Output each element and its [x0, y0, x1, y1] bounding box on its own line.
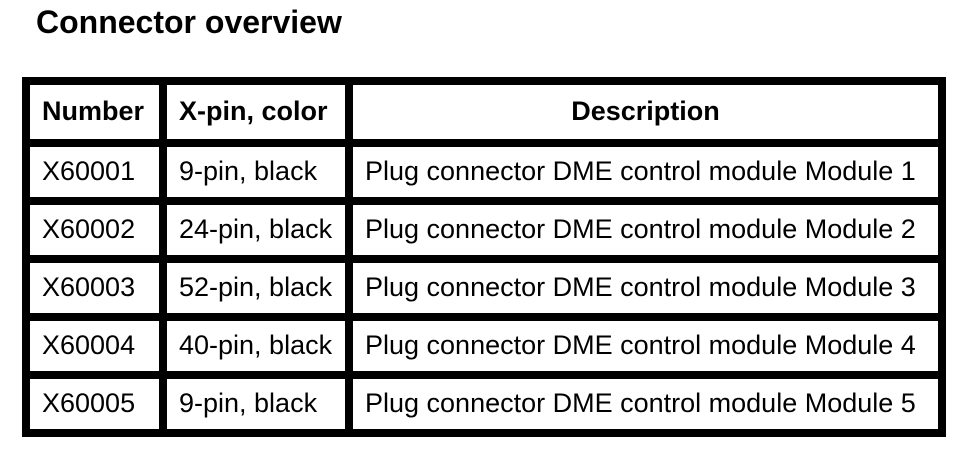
connector-overview-table: Number X-pin, color Description X60001 9… — [22, 77, 946, 437]
header-cell-pin-color: X-pin, color — [159, 77, 353, 147]
cell-description: Plug connector DME control module Module… — [345, 255, 946, 321]
cell-description: Plug connector DME control module Module… — [345, 139, 946, 205]
cell-description: Plug connector DME control module Module… — [345, 197, 946, 263]
cell-description: Plug connector DME control module Module… — [345, 371, 946, 437]
cell-pin-color: 52-pin, black — [159, 255, 353, 321]
cell-description: Plug connector DME control module Module… — [345, 313, 946, 379]
table-header-row: Number X-pin, color Description — [22, 77, 946, 147]
cell-number: X60005 — [22, 371, 167, 437]
table-row: X60004 40-pin, black Plug connector DME … — [22, 313, 946, 379]
cell-pin-color: 24-pin, black — [159, 197, 353, 263]
cell-number: X60003 — [22, 255, 167, 321]
cell-number: X60004 — [22, 313, 167, 379]
cell-pin-color: 9-pin, black — [159, 371, 353, 437]
page-title: Connector overview — [36, 4, 342, 40]
cell-number: X60002 — [22, 197, 167, 263]
header-cell-description: Description — [345, 77, 946, 147]
cell-pin-color: 9-pin, black — [159, 139, 353, 205]
table-row: X60005 9-pin, black Plug connector DME c… — [22, 371, 946, 437]
cell-pin-color: 40-pin, black — [159, 313, 353, 379]
table-row: X60002 24-pin, black Plug connector DME … — [22, 197, 946, 263]
cell-number: X60001 — [22, 139, 167, 205]
table-row: X60001 9-pin, black Plug connector DME c… — [22, 139, 946, 205]
header-cell-number: Number — [22, 77, 167, 147]
table-row: X60003 52-pin, black Plug connector DME … — [22, 255, 946, 321]
